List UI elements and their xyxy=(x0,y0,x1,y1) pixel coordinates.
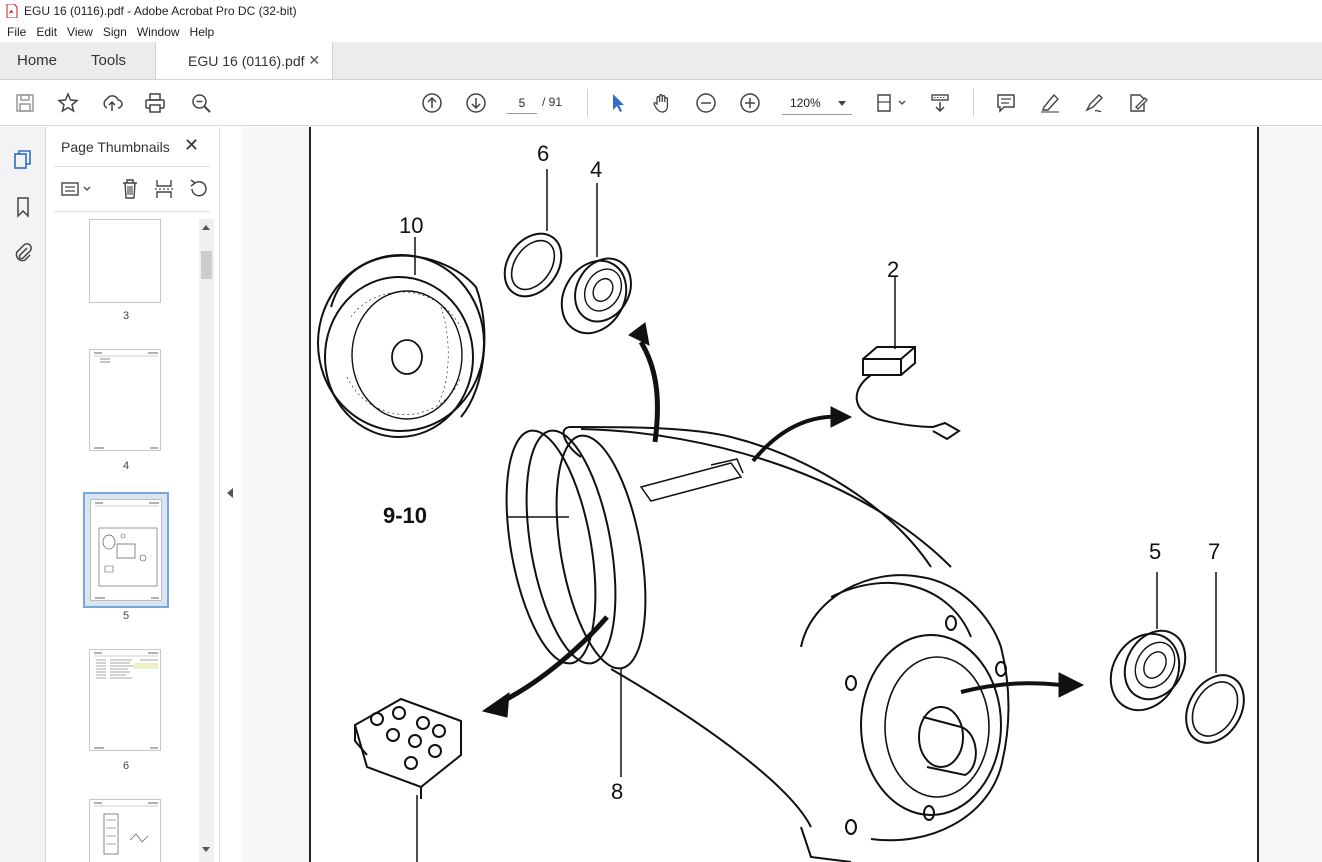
tab-document-label: EGU 16 (0116).pdf xyxy=(188,52,305,69)
callout-9-10: 9-10 xyxy=(383,503,428,528)
thumbnail-scrollbar[interactable] xyxy=(199,219,214,862)
scroll-mode-icon[interactable] xyxy=(928,91,952,115)
thumbnail-page xyxy=(90,499,162,601)
callout-2: 2 xyxy=(887,257,900,282)
options-menu-icon[interactable] xyxy=(60,177,94,201)
save-icon[interactable] xyxy=(13,91,37,115)
acrobat-app-icon xyxy=(6,4,18,18)
find-icon[interactable] xyxy=(189,91,213,115)
divider xyxy=(54,211,210,212)
select-arrow-icon[interactable] xyxy=(606,91,630,115)
bookmark-icon[interactable] xyxy=(11,195,35,219)
tab-document[interactable]: EGU 16 (0116).pdf ✕ xyxy=(155,42,334,79)
zoom-value: 120% xyxy=(790,96,821,110)
attachment-icon[interactable] xyxy=(11,240,35,264)
scroll-up-icon[interactable] xyxy=(202,225,210,230)
toolbar-divider xyxy=(587,89,588,117)
tab-bar: Home Tools EGU 16 (0116).pdf ✕ xyxy=(0,42,1322,80)
next-page-icon[interactable] xyxy=(464,91,488,115)
title-bar: EGU 16 (0116).pdf - Adobe Acrobat Pro DC… xyxy=(0,0,1322,22)
callout-10: 10 xyxy=(399,213,424,238)
thumbnail-selected[interactable] xyxy=(83,492,169,608)
page-number-input[interactable]: 5 xyxy=(507,92,537,114)
close-icon[interactable]: ✕ xyxy=(184,135,200,155)
callout-7: 7 xyxy=(1208,539,1221,564)
exploded-motor-drawing xyxy=(317,169,1245,862)
panel-title: Page Thumbnails xyxy=(61,139,170,155)
menu-sign[interactable]: Sign xyxy=(102,25,127,39)
thumbnail-page[interactable] xyxy=(89,219,161,303)
window-title: EGU 16 (0116).pdf - Adobe Acrobat Pro DC… xyxy=(24,4,297,18)
part-8-motor-housing xyxy=(505,425,952,828)
divider xyxy=(54,166,210,167)
motor-flange xyxy=(800,574,1010,862)
menu-view[interactable]: View xyxy=(67,25,93,39)
fill-sign-icon[interactable] xyxy=(1126,91,1150,115)
thumbnail-label: 6 xyxy=(122,760,130,772)
main-toolbar: 5 / 91 120% xyxy=(0,80,1322,126)
thumbnail-label: 3 xyxy=(122,310,130,322)
thumbnails-panel: Page Thumbnails ✕ 3 4 xyxy=(46,127,220,862)
zoom-out-icon[interactable] xyxy=(694,91,718,115)
toolbar-divider xyxy=(973,89,974,117)
thumbnail-list: 3 4 xyxy=(46,219,200,862)
zoom-in-icon[interactable] xyxy=(738,91,762,115)
comment-icon[interactable] xyxy=(994,91,1018,115)
thumbnail-label: 5 xyxy=(122,610,130,622)
tab-home[interactable]: Home xyxy=(17,52,58,69)
navigation-rail xyxy=(0,127,46,862)
callout-8: 8 xyxy=(611,779,624,804)
panel-collapse-strip xyxy=(220,127,241,862)
thumbnail-tools xyxy=(60,177,210,201)
scroll-thumb[interactable] xyxy=(201,251,212,279)
thumbnail-label: 4 xyxy=(122,460,130,472)
menu-file[interactable]: File xyxy=(7,25,27,39)
callout-5: 5 xyxy=(1149,539,1162,564)
scroll-down-icon[interactable] xyxy=(202,847,210,852)
hand-icon[interactable] xyxy=(650,91,674,115)
terminal-block xyxy=(353,697,462,799)
menu-edit[interactable]: Edit xyxy=(36,25,58,39)
menu-bar: File Edit View Sign Window Help xyxy=(0,22,1322,42)
menu-help[interactable]: Help xyxy=(189,25,215,39)
callout-4: 4 xyxy=(590,157,603,182)
print-icon[interactable] xyxy=(143,91,167,115)
insert-page-icon[interactable] xyxy=(152,177,176,201)
tab-tools[interactable]: Tools xyxy=(91,52,127,69)
thumbnail-page[interactable] xyxy=(89,649,161,751)
highlight-icon[interactable] xyxy=(1038,91,1062,115)
page-total: / 91 xyxy=(542,95,563,109)
collapse-panel-icon[interactable] xyxy=(227,488,233,498)
bookmark-star-icon[interactable] xyxy=(56,91,80,115)
document-viewport[interactable]: 10 6 4 2 9-10 5 7 8 xyxy=(241,127,1322,862)
prev-page-icon[interactable] xyxy=(420,91,444,115)
thumbnail-page[interactable] xyxy=(89,799,161,862)
callout-6: 6 xyxy=(537,141,550,166)
pdf-page: 10 6 4 2 9-10 5 7 8 xyxy=(309,127,1259,862)
thumbnail-page[interactable] xyxy=(89,349,161,451)
page-fit-icon[interactable] xyxy=(874,91,908,115)
delete-page-icon[interactable] xyxy=(118,177,142,201)
chevron-down-icon xyxy=(838,101,846,106)
zoom-select[interactable]: 120% xyxy=(782,91,852,115)
part-10-end-cap xyxy=(317,254,486,438)
menu-window[interactable]: Window xyxy=(136,25,180,39)
draw-icon[interactable] xyxy=(1082,91,1106,115)
tab-close-icon[interactable]: ✕ xyxy=(308,52,321,68)
page-thumbnails-icon[interactable] xyxy=(11,148,35,172)
rotate-icon[interactable] xyxy=(186,177,210,201)
upload-icon[interactable] xyxy=(100,91,124,115)
